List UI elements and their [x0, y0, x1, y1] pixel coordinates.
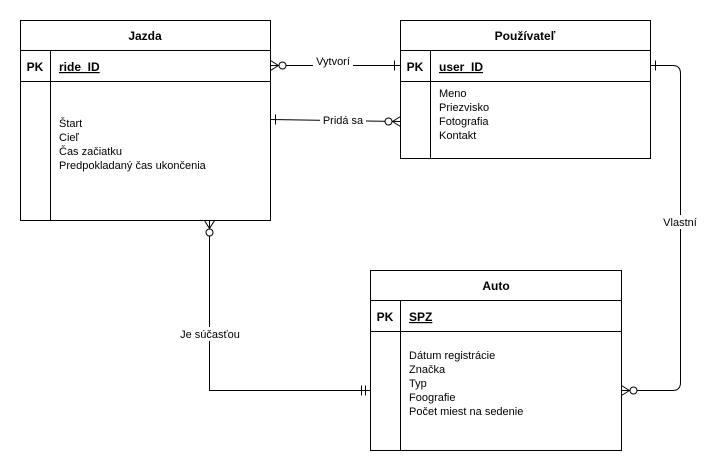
entity-jazda[interactable]: Jazda PK ride_ID Štart Cieľ Čas začiatku… [20, 20, 271, 221]
relationship-vlastni-label-bg [660, 215, 700, 229]
entity-jazda-pk-label: PK [27, 60, 44, 74]
crows-foot-icon [621, 390, 630, 396]
entity-pouzivatel-pk-label: PK [407, 60, 424, 74]
relationship-je-sucastou-label: Je súčasťou [180, 329, 240, 341]
optional-circle-icon [384, 117, 393, 126]
crows-foot-icon [270, 65, 279, 71]
entity-auto[interactable]: Auto PK SPZ Dátum registrácie Značka Typ… [370, 270, 622, 451]
relationship-vytvori-label-bg [313, 56, 353, 68]
entity-pouzivatel-attr: Priezvisko [439, 102, 489, 114]
entity-jazda-title: Jazda [128, 29, 162, 43]
relationship-je-sucastou-line [209, 220, 371, 391]
entity-auto-key: SPZ [409, 310, 432, 324]
relationship-je-sucastou[interactable]: Je súčasťou [172, 220, 371, 396]
entity-pouzivatel-attr: Kontakt [439, 130, 476, 142]
relationship-vytvori-label: Vytvorí [316, 56, 350, 68]
crows-foot-icon [392, 121, 401, 127]
relationship-vlastni[interactable]: Vlastní [621, 60, 701, 396]
entity-auto-attr: Značka [409, 364, 446, 376]
entity-pouzivatel-attr: Meno [439, 88, 467, 100]
relationship-prida-sa-label: Pridá sa [323, 115, 364, 127]
entity-auto-attr: Dátum registrácie [409, 350, 495, 362]
relationship-prida-sa-label-bg [320, 114, 366, 127]
entity-jazda-attr: Čas začiatku [59, 145, 122, 158]
entity-auto-attr: Typ [409, 378, 427, 390]
optional-circle-icon [278, 61, 287, 70]
entity-pouzivatel-attr: Fotografia [439, 116, 489, 128]
entity-auto-attr: Počet miest na sedenie [409, 406, 523, 418]
crows-foot-icon [270, 60, 279, 66]
entity-auto-title: Auto [482, 279, 509, 293]
relationship-vlastni-label: Vlastní [663, 217, 697, 229]
entity-pouzivatel-key: user_ID [439, 60, 483, 74]
crows-foot-icon [621, 385, 630, 391]
crows-foot-icon [209, 220, 215, 229]
entity-pouzivatel-title: Používateľ [495, 29, 556, 43]
entity-auto-pk-label: PK [377, 310, 394, 324]
entity-jazda-attr: Predpokladaný čas ukončenia [59, 160, 207, 172]
crows-foot-icon [392, 116, 401, 122]
entity-pouzivatel[interactable]: Používateľ PK user_ID Meno Priezvisko Fo… [400, 20, 651, 159]
crows-foot-icon [204, 220, 210, 229]
optional-circle-icon [629, 386, 638, 395]
entity-auto-attr: Foografie [409, 392, 455, 404]
entity-jazda-attr: Cieľ [59, 132, 80, 144]
entity-jazda-key: ride_ID [59, 60, 100, 74]
relationship-je-sucastou-label-bg [172, 327, 248, 341]
entity-pouzivatel-box [400, 20, 651, 159]
relationship-prida-sa[interactable]: Pridá sa [270, 114, 401, 127]
optional-circle-icon [205, 228, 214, 237]
relationship-vytvori[interactable]: Vytvorí [270, 56, 401, 71]
entity-jazda-box [20, 20, 271, 221]
entity-jazda-attr: Štart [59, 117, 82, 130]
